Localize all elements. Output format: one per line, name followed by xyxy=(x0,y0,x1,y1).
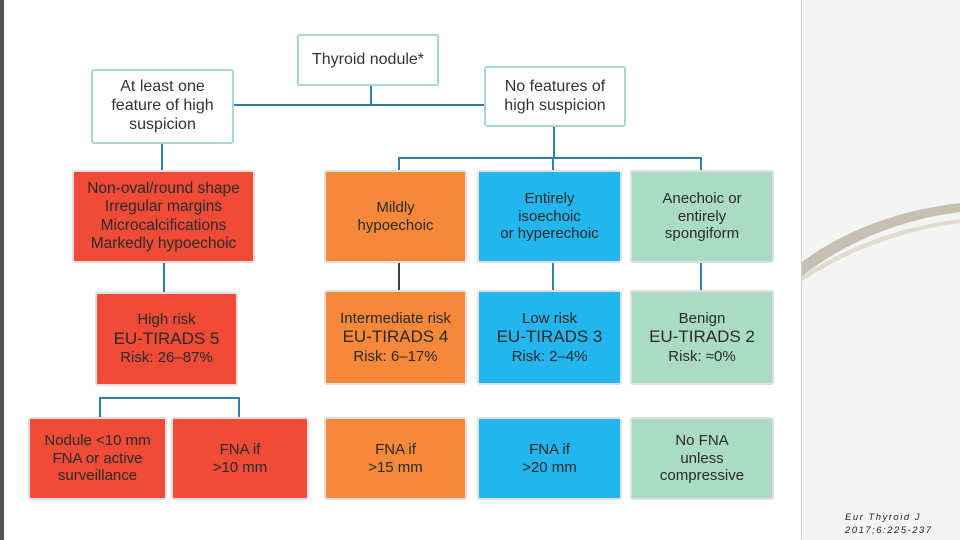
connector-root-down xyxy=(370,85,372,105)
node-line: entirely xyxy=(677,207,727,225)
node-line: Non-oval/round shape xyxy=(87,179,240,197)
isoechoic-node: Entirely isoechoic or hyperechoic xyxy=(477,170,622,263)
eu-tirads-3-node: Low risk EU-TIRADS 3 Risk: 2–4% xyxy=(477,290,622,385)
eu-tirads-5-node: High risk EU-TIRADS 5 Risk: 26–87% xyxy=(95,292,238,386)
node-line: suspicion xyxy=(129,115,196,133)
node-line: >10 mm xyxy=(212,458,268,476)
node-line: isoechoic xyxy=(518,207,581,225)
node-line: Risk: ≈0% xyxy=(668,347,736,365)
node-line: FNA or active xyxy=(52,449,143,467)
connector-features-bar xyxy=(398,157,701,159)
citation-journal: Eur Thyroid J xyxy=(845,512,921,523)
connector-intermediate-risk xyxy=(398,262,400,292)
root-node-text: Thyroid nodule* xyxy=(311,50,425,68)
connector-feature-mild xyxy=(398,157,400,171)
side-panel xyxy=(801,0,960,540)
node-line: >20 mm xyxy=(522,458,577,476)
node-line: FNA if xyxy=(529,440,570,458)
node-line: surveillance xyxy=(57,467,138,485)
no-high-suspicion-node: No features of high suspicion xyxy=(484,66,626,127)
node-line: Risk: 2–4% xyxy=(511,347,588,365)
root-node: Thyroid nodule* xyxy=(297,34,439,86)
fna-10mm-action-node: FNA if >10 mm xyxy=(171,417,309,500)
connector-feature-anechoic xyxy=(700,157,702,171)
swoosh-decoration xyxy=(802,203,960,281)
no-fna-action-node: No FNA unless compressive xyxy=(630,417,774,500)
node-line: EU-TIRADS 4 xyxy=(342,327,449,347)
node-line: or hyperechoic xyxy=(500,225,599,243)
node-line: Microcalcifications xyxy=(100,216,227,234)
eu-tirads-4-node: Intermediate risk EU-TIRADS 4 Risk: 6–17… xyxy=(324,290,467,385)
connector-level1-bar xyxy=(233,104,485,106)
node-line: Risk: 26–87% xyxy=(120,349,213,367)
node-line: FNA if xyxy=(375,440,416,458)
connector-feature-iso xyxy=(552,157,554,171)
node-line: Risk: 6–17% xyxy=(353,347,438,365)
mildly-hypoechoic-node: Mildly hypoechoic xyxy=(324,170,467,263)
connector-high-down xyxy=(161,142,163,172)
connector-action-fna10 xyxy=(238,397,240,419)
node-line: hypoechoic xyxy=(357,216,434,234)
citation-volume: 2017;6:225-237 xyxy=(845,525,933,537)
node-line: Anechoic or xyxy=(662,189,742,207)
high-suspicion-features-node: Non-oval/round shape Irregular margins M… xyxy=(72,170,255,263)
connector-actions-bar xyxy=(99,397,240,399)
node-line: FNA if xyxy=(219,440,261,458)
node-line: feature of high xyxy=(111,97,214,115)
node-line: >15 mm xyxy=(368,458,423,476)
connector-action-small xyxy=(99,397,101,419)
node-line: Nodule <10 mm xyxy=(44,431,151,449)
node-line: unless xyxy=(680,449,724,467)
node-line: EU-TIRADS 5 xyxy=(113,328,220,348)
node-line: EU-TIRADS 2 xyxy=(649,327,755,347)
connector-none-down xyxy=(553,125,555,158)
node-line: Markedly hypoechoic xyxy=(90,234,237,252)
node-line: Low risk xyxy=(521,309,577,327)
node-line: No features of xyxy=(504,77,606,95)
high-suspicion-node: At least one feature of high suspicion xyxy=(91,69,234,144)
node-line: Intermediate risk xyxy=(340,309,451,327)
anechoic-spongiform-node: Anechoic or entirely spongiform xyxy=(630,170,774,263)
node-line: Irregular margins xyxy=(104,198,223,216)
node-line: At least one xyxy=(120,78,205,96)
eu-tirads-2-node: Benign EU-TIRADS 2 Risk: ≈0% xyxy=(630,290,774,385)
connector-high-risk xyxy=(163,262,165,294)
node-line: high suspicion xyxy=(504,96,606,114)
node-line: compressive xyxy=(659,467,745,485)
node-line: Mildly xyxy=(376,198,415,216)
node-line: No FNA xyxy=(675,431,729,449)
node-line: High risk xyxy=(137,311,196,329)
small-nodule-action-node: Nodule <10 mm FNA or active surveillance xyxy=(28,417,167,500)
connector-benign-risk xyxy=(700,262,702,292)
node-line: Benign xyxy=(678,309,726,327)
node-line: spongiform xyxy=(664,225,740,243)
fna-15mm-action-node: FNA if >15 mm xyxy=(324,417,467,500)
citation: Eur Thyroid J 2017;6:225-237 xyxy=(845,511,933,538)
node-line: EU-TIRADS 3 xyxy=(496,327,603,347)
node-line: Entirely xyxy=(524,189,575,207)
connector-low-risk xyxy=(552,262,554,292)
left-border xyxy=(0,0,4,540)
fna-20mm-action-node: FNA if >20 mm xyxy=(477,417,622,500)
